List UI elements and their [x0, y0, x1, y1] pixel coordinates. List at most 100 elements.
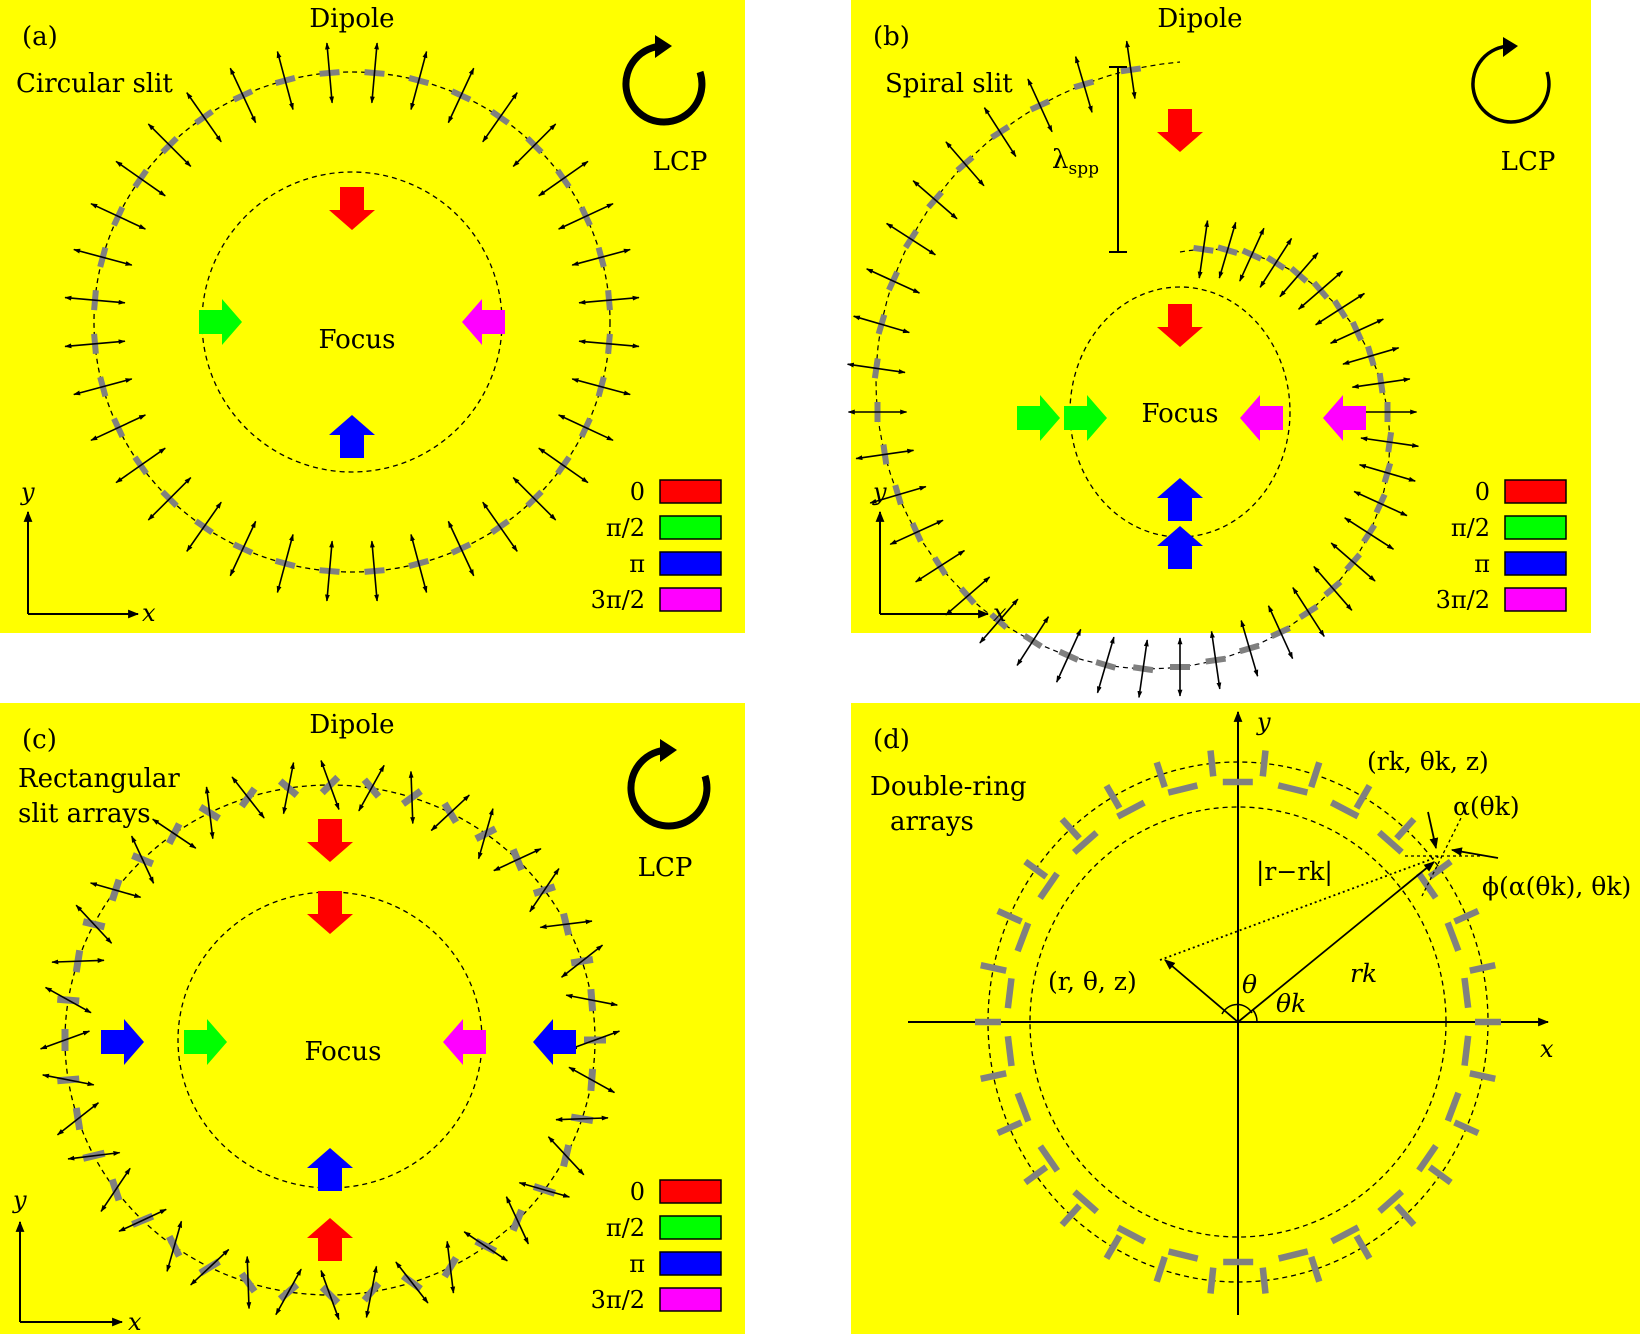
dipole-arrow-icon — [1240, 619, 1259, 677]
dipole-arrow-icon — [518, 1181, 571, 1198]
phase-arrow-down-icon — [1157, 109, 1203, 152]
dipole-arrow-icon — [558, 202, 614, 230]
phase-arrow-up-icon — [329, 415, 375, 458]
dipole-arrow-icon — [889, 519, 944, 546]
dipole-arrow-icon — [512, 123, 557, 168]
slit — [1453, 907, 1480, 925]
legend-label-pi-half: π/2 — [606, 514, 645, 542]
dipole-arrow-icon — [538, 160, 589, 197]
legend-swatch-pi-half — [659, 1215, 722, 1240]
slit — [1167, 782, 1199, 796]
dipole-arrow-icon — [547, 1136, 585, 1176]
dipole-arrow-icon — [118, 1208, 167, 1233]
dipole-arrow-icon — [1329, 318, 1384, 344]
dipole-arrow-icon — [1292, 587, 1325, 637]
dipole-arrow-icon — [244, 1255, 252, 1310]
dipole-arrow-icon — [73, 248, 133, 266]
dipole-arrow-icon — [1055, 628, 1082, 683]
legend-swatch-0 — [1504, 479, 1567, 504]
dipole-arrow-icon — [320, 759, 340, 811]
slit — [1461, 977, 1472, 1009]
dipole-arrow-icon — [229, 520, 257, 577]
slit — [1167, 1248, 1199, 1262]
panel-c-title-line1: Rectangular — [18, 764, 180, 794]
panel-d-x-label: x — [1540, 1035, 1554, 1063]
dipole-arrow-icon — [325, 540, 335, 602]
dipole-arrow-icon — [477, 808, 494, 860]
panel-b-focus-label: Focus — [1142, 399, 1219, 429]
dipole-arrow-icon — [1197, 219, 1210, 279]
legend-swatch-3pi-half — [1504, 587, 1567, 612]
panel-c-lcp-label: LCP — [638, 853, 693, 883]
slit — [1259, 1267, 1269, 1294]
slit — [1153, 1255, 1168, 1283]
legend-label-pi: π — [629, 1250, 645, 1278]
dashed-guide-circle — [1029, 806, 1447, 1238]
legend-swatch-0 — [659, 479, 722, 504]
panel-a-focus-label: Focus — [319, 325, 396, 355]
panel-c-marks — [39, 759, 621, 1321]
dipole-arrow-icon — [358, 764, 385, 812]
dipole-arrow-icon — [231, 776, 265, 819]
panel-a-title: Circular slit — [16, 69, 173, 99]
dipole-arrow-icon — [190, 1248, 230, 1286]
dipole-arrow-icon — [1074, 55, 1093, 113]
dipole-arrow-icon — [395, 1261, 429, 1304]
panel-b-dipole-label: Dipole — [1157, 4, 1242, 34]
dipole-arrow-icon — [1315, 292, 1366, 326]
dipole-arrow-icon — [430, 794, 470, 832]
phase-arrow-up-icon — [307, 1218, 353, 1261]
slit — [1394, 816, 1417, 841]
panel-c-title-line2: slit arrays — [18, 799, 151, 829]
legend-label-pi: π — [629, 550, 645, 578]
dipole-arrow-icon — [569, 1030, 621, 1050]
phi-pointer — [1450, 847, 1499, 859]
slit — [1469, 1070, 1496, 1082]
legend-label-pi-half: π/2 — [1451, 514, 1490, 542]
dipole-arrow-icon — [186, 501, 222, 552]
dipole-arrow-icon — [493, 847, 542, 872]
slit — [1116, 1224, 1147, 1245]
distance-label: |r−rk| — [1256, 857, 1333, 887]
phase-arrow-right-icon — [1017, 395, 1060, 441]
dipole-arrow-icon — [1259, 237, 1293, 288]
legend-swatch-3pi-half — [659, 587, 722, 612]
slit — [1277, 782, 1309, 796]
dipole-arrow-icon — [482, 501, 518, 552]
dipole-arrow-icon — [89, 882, 142, 899]
slit — [1376, 829, 1404, 855]
dipole-arrow-icon — [1267, 605, 1294, 660]
phase-arrow-down-icon — [1157, 304, 1203, 347]
lcp-arrowhead-icon — [1503, 37, 1518, 57]
dipole-arrow-icon — [866, 268, 921, 294]
slit — [1023, 858, 1049, 880]
dipole-arrow-icon — [855, 448, 915, 461]
theta-arc — [1221, 1003, 1253, 1015]
dipole-arrow-icon — [558, 414, 614, 442]
dipole-arrow-icon — [410, 533, 428, 594]
panel-a-legend: 0 π/2 π 3π/2 — [591, 478, 722, 614]
panel-a-y-label: y — [20, 478, 35, 506]
dipole-arrow-icon — [100, 1167, 131, 1213]
dipole-arrow-icon — [64, 339, 126, 349]
legend-swatch-3pi-half — [659, 1287, 722, 1312]
slit — [1394, 1203, 1417, 1228]
phase-arrow-up-icon — [307, 1148, 353, 1191]
phase-arrow-down-icon — [307, 891, 353, 934]
dipole-arrow-icon — [276, 50, 294, 111]
panel-b-y-label: y — [872, 478, 887, 506]
panel-b-background — [851, 0, 1591, 633]
dipole-arrow-icon — [42, 1073, 95, 1087]
dipole-arrow-icon — [1351, 377, 1411, 389]
dashed-guide-circle — [93, 71, 611, 573]
slit — [980, 1070, 1007, 1082]
slit — [1377, 1189, 1405, 1214]
panel-b-x-label: x — [993, 599, 1007, 627]
phase-arrow-left-icon — [443, 1019, 486, 1065]
slit — [1207, 1267, 1217, 1294]
dipole-arrow-icon — [1137, 639, 1149, 699]
panel-c-y-label: y — [12, 1186, 27, 1214]
dipole-arrow-icon — [1353, 490, 1408, 517]
legend-swatch-pi — [659, 551, 722, 576]
